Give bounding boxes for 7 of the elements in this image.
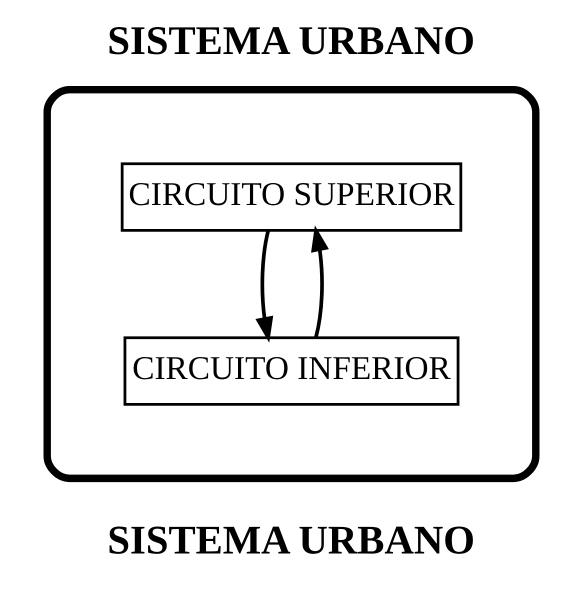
arrow [254, 230, 273, 343]
cluster [43, 86, 539, 482]
node-box: CIRCUITO INFERIOR [123, 336, 459, 406]
arrow [310, 225, 328, 338]
node-box: CIRCUITO SUPERIOR [120, 162, 462, 232]
diagram-title: SISTEMA URBANO [106, 18, 474, 63]
caption: SISTEMA URBANO [106, 518, 474, 563]
